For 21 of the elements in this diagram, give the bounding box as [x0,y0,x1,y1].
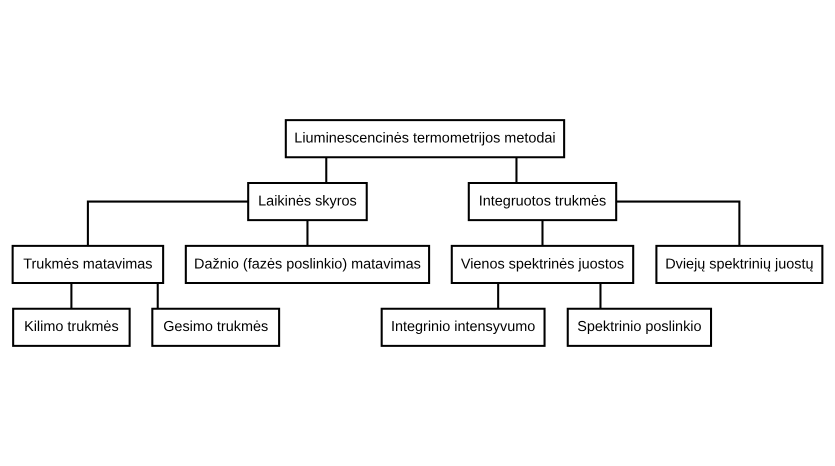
node-box: Dažnio (fazės poslinkio) matavimas [184,244,430,284]
connector [70,283,72,308]
connector [515,158,518,183]
node-box: Gesimo trukmės [151,308,280,347]
node-box: Integrinio intensyvumo [380,308,546,347]
connector [86,200,248,246]
connector [541,220,544,246]
connector [325,158,328,183]
node-box: Dviejų spektrinių juostų [655,244,824,284]
connector [306,220,308,246]
node-box: Integruotos trukmės [468,182,618,222]
node-box: Laikinės skyros [247,182,368,222]
connector [497,283,500,308]
node-box: Spektrinio poslinkio [566,308,712,347]
node-box: Vienos spektrinės juostos [450,244,634,284]
node-box: Kilimo trukmės [12,308,131,347]
connector [599,283,602,308]
node-box: Liuminescencinės termometrijos metodai [284,119,566,158]
connector [616,200,740,246]
node-box: Trukmės matavimas [12,244,164,284]
connector [156,283,159,308]
